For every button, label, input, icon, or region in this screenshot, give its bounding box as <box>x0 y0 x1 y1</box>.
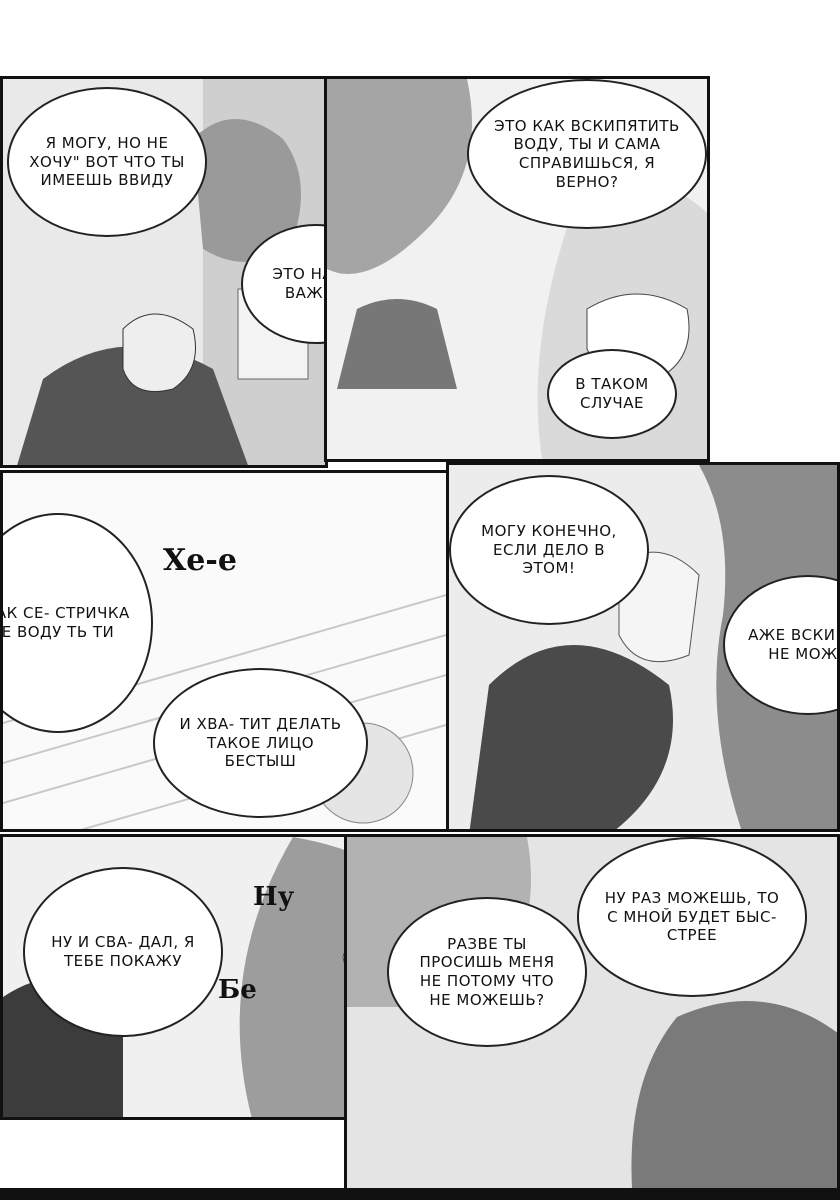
bubble-text: Могу конечно, если дело в этом! <box>481 521 617 578</box>
bubble-text: Это наше важно <box>272 265 325 302</box>
speech-bubble: Ну и сва- дал, я тебе покажу <box>23 867 223 1037</box>
speech-bubble: Это как вскипятить воду, ты и сама справ… <box>467 79 707 229</box>
bubble-text: аже вскипят не може <box>748 626 838 663</box>
panel-4: Могу конечно, если дело в этом! аже вски… <box>446 462 840 832</box>
speech-bubble: Могу конечно, если дело в этом! <box>449 475 649 625</box>
page-bottom-border <box>0 1188 840 1200</box>
bubble-text: В таком случае <box>575 375 649 412</box>
panel-3: Так се- стричка е воду ть ти Хе-е И хва-… <box>0 470 450 832</box>
panel-6: Разве ты просишь меня не потому что не м… <box>344 834 840 1200</box>
panel-1: Я могу, но не хочу" вот что ты имеешь вв… <box>0 76 328 468</box>
speech-bubble: В таком случае <box>547 349 677 439</box>
sound-effect: Хе-е <box>163 543 237 578</box>
bubble-text: Я могу, но не хочу" вот что ты имеешь вв… <box>29 133 185 190</box>
sound-effect: Ну <box>253 882 295 912</box>
speech-bubble: Я могу, но не хочу" вот что ты имеешь вв… <box>7 87 207 237</box>
bubble-text: Так се- стричка е воду ть ти <box>0 604 130 641</box>
speech-bubble: И хва- тит делать такое лицо бестыш <box>153 668 368 818</box>
bubble-text: Ну и сва- дал, я тебе покажу <box>51 933 195 970</box>
bubble-text: Это как вскипятить воду, ты и сама справ… <box>494 116 680 191</box>
panel-2: Это как вскипятить воду, ты и сама справ… <box>324 76 710 462</box>
speech-bubble: Ну раз можешь, то с мной будет быс- стре… <box>577 837 807 997</box>
sound-effect: Бе <box>218 975 257 1005</box>
bubble-text: И хва- тит делать такое лицо бестыш <box>179 714 342 771</box>
speech-bubble: Разве ты просишь меня не потому что не м… <box>387 897 587 1047</box>
bubble-text: Разве ты просишь меня не потому что не м… <box>419 934 555 1009</box>
bubble-text: Ну раз можешь, то с мной будет быс- стре… <box>604 888 780 945</box>
speech-bubble: Так се- стричка е воду ть ти <box>0 513 153 733</box>
